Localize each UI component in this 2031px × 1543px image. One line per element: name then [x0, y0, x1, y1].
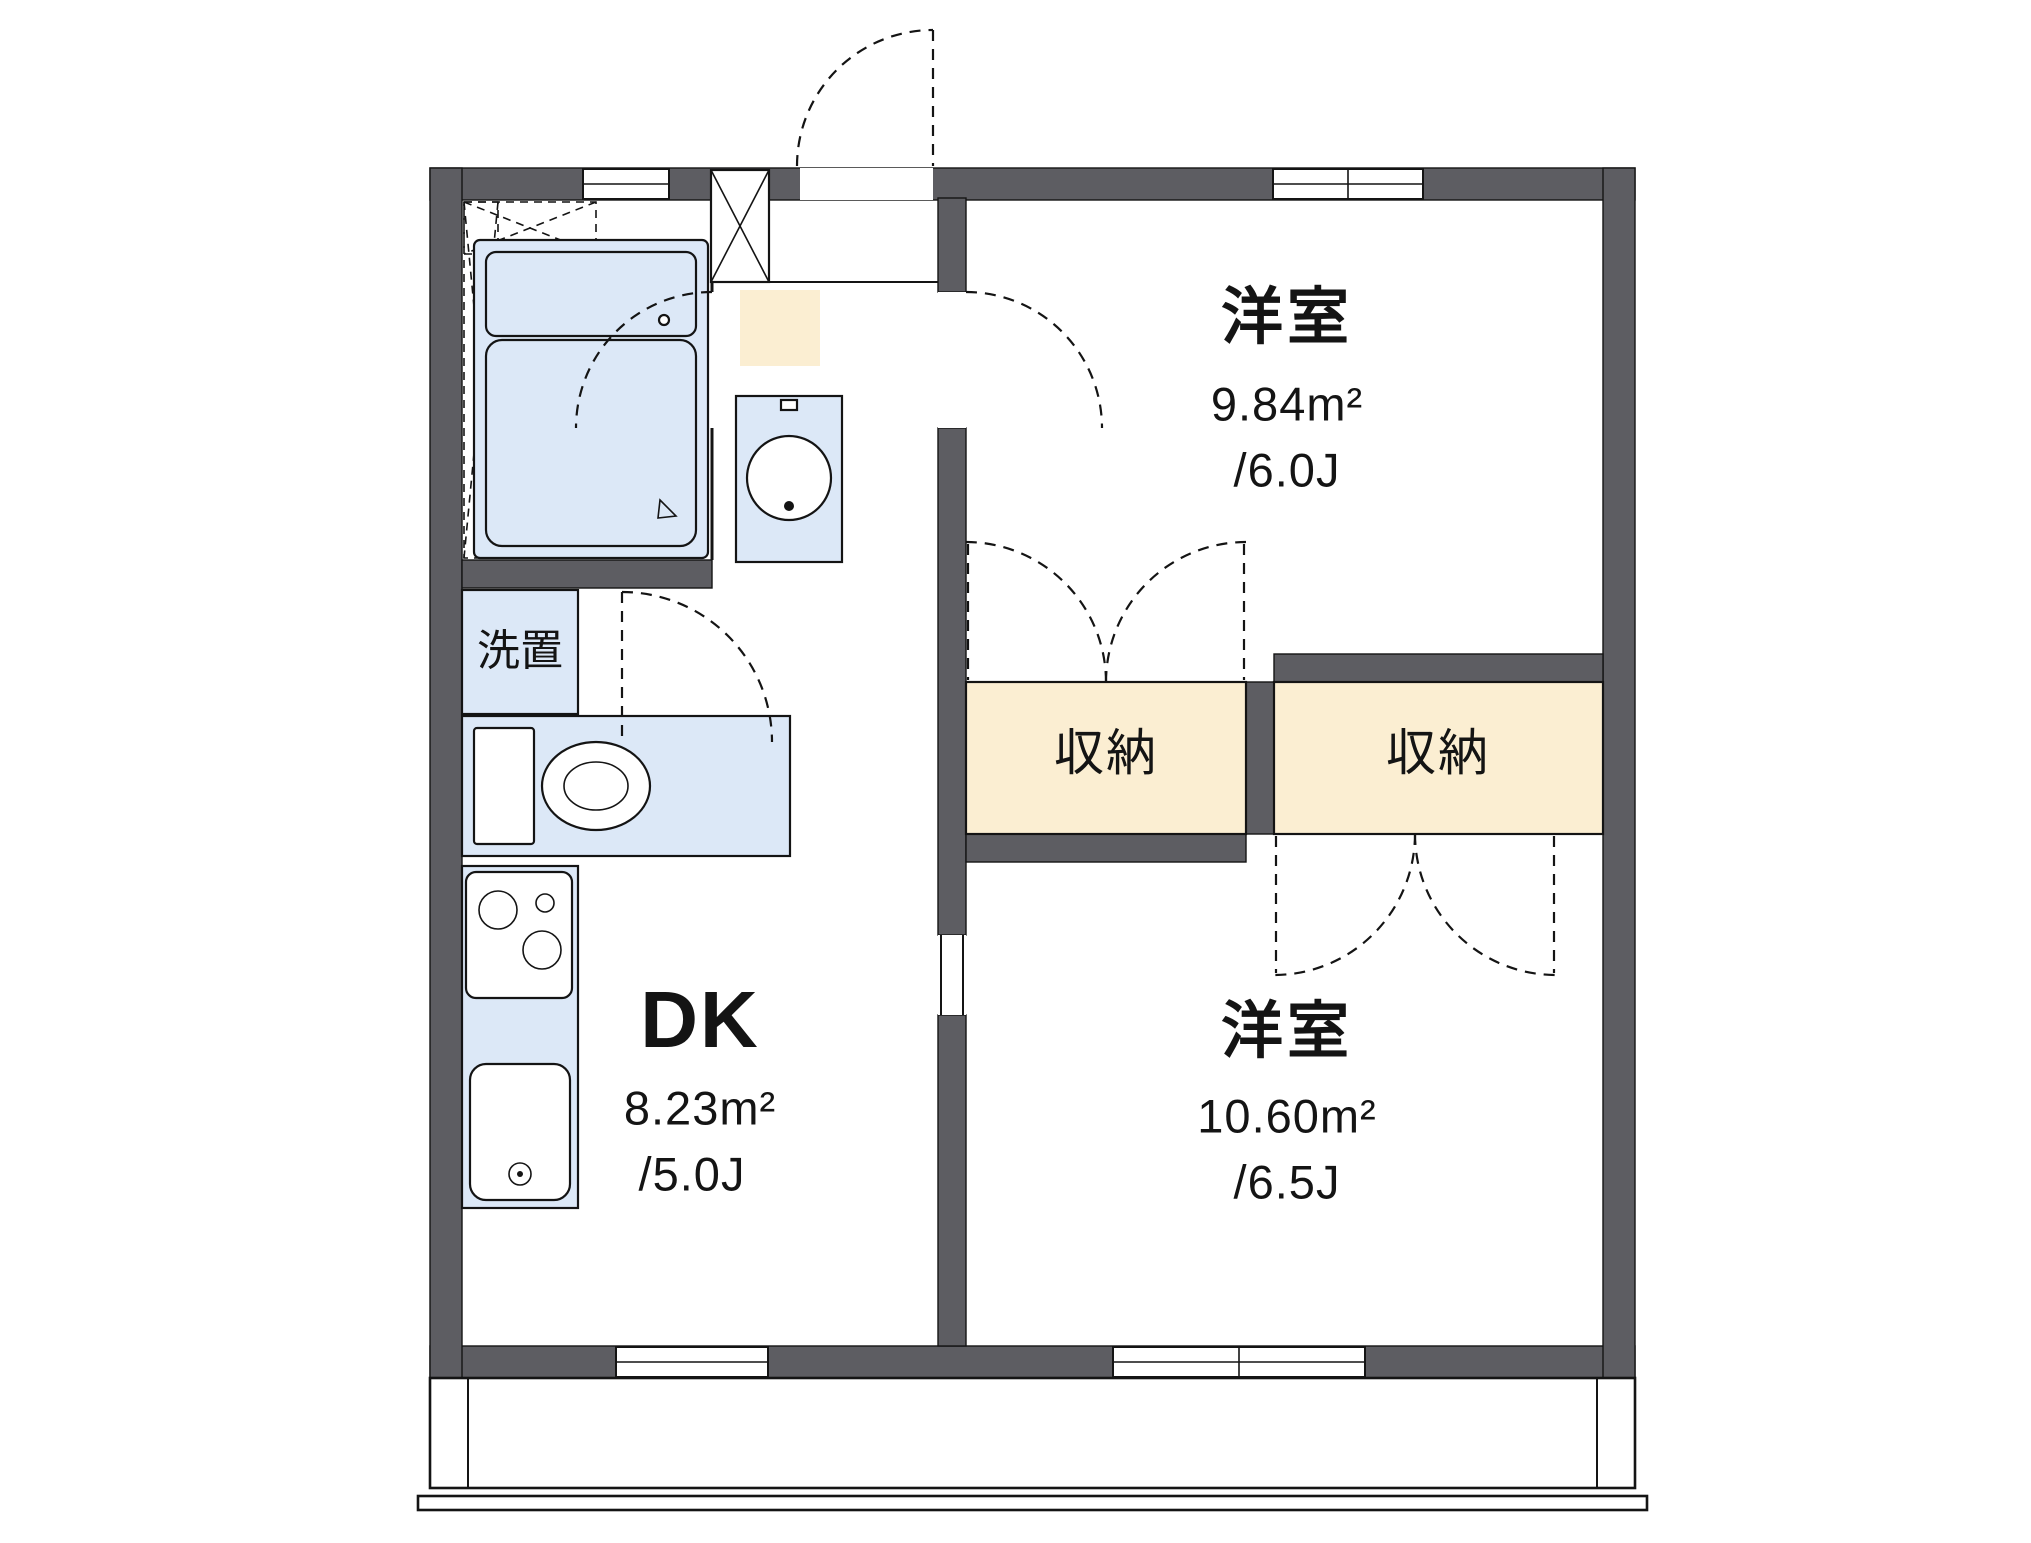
washbasin-drain: [784, 501, 794, 511]
kitchen-sink: [468, 1062, 572, 1202]
dk-room-door-opening: [938, 935, 966, 1015]
wall-outer-right: [1602, 167, 1636, 1379]
closet-left-door-swing: [1104, 540, 1247, 683]
bathtub: [472, 238, 710, 560]
toilet-tank: [472, 726, 536, 846]
door-swings: [574, 28, 1557, 977]
bottom-room-label: 洋室: [1220, 997, 1354, 1066]
window-bathroom: [582, 168, 670, 200]
wall-bath-south: [461, 559, 713, 589]
bathtub-drain: [657, 313, 671, 327]
wall-below-left-closet: [965, 833, 1247, 863]
top-room-area: 9.84m²: [1210, 377, 1364, 431]
wall-openings: [769, 168, 966, 1015]
closet-left-label: 収納: [1054, 725, 1158, 781]
closet-right-label: 収納: [1386, 725, 1490, 781]
wall-between-closets: [1245, 681, 1275, 835]
wall-divider-middle: [937, 427, 967, 936]
top-room-label: 洋室: [1220, 283, 1354, 352]
wall-above-right-closet: [1273, 653, 1604, 683]
bottom-room-tatami: /6.5J: [1233, 1155, 1341, 1209]
closet-right: [1272, 680, 1605, 836]
wall-outer-left: [429, 167, 463, 1379]
bathroom-door-swing: [574, 290, 713, 429]
wall-divider-upper: [937, 197, 967, 293]
balcony-floor: [428, 1376, 1637, 1490]
entry-door-opening: [800, 168, 933, 200]
pipe-space: [709, 168, 771, 284]
entry-door-swing: [795, 28, 934, 167]
washbasin: [734, 394, 844, 564]
balcony: [416, 1376, 1649, 1512]
washbasin-faucet: [779, 398, 799, 412]
top-room-door-swing: [965, 290, 1104, 429]
stove: [464, 870, 574, 1000]
closet-right-door-swing: [1273, 833, 1417, 977]
window-bottom-room: [1112, 1346, 1366, 1378]
toilet: [460, 714, 792, 858]
closet-left-door-swing: [965, 540, 1108, 683]
top-room-door-opening: [938, 292, 966, 428]
wall-divider-lower: [937, 1014, 967, 1347]
laundry-space: [460, 588, 580, 716]
kitchen-counter: [460, 864, 580, 1210]
washbasin-bowl: [745, 434, 833, 522]
dk-tatami: /5.0J: [638, 1147, 746, 1201]
bathtub-lid: [484, 250, 698, 338]
window-top-room: [1272, 168, 1424, 200]
bottom-room-area: 10.60m²: [1197, 1089, 1377, 1143]
balcony-railing: [416, 1494, 1649, 1512]
laundry-label: 洗置: [477, 627, 563, 676]
toilet-bowl: [540, 740, 652, 832]
dk-door-swing: [621, 590, 774, 743]
closet-right-door-swing: [1413, 833, 1557, 977]
dk-area: 8.23m²: [623, 1081, 777, 1135]
bathtub-faucet-mark: [657, 498, 678, 519]
window-dk: [615, 1346, 769, 1378]
hall-storage-box: [740, 290, 820, 366]
top-room-tatami: /6.0J: [1233, 443, 1341, 497]
bathtub-basin: [484, 338, 698, 548]
wall-outer-bottom: [429, 1345, 1636, 1379]
windows: [582, 168, 1424, 1378]
dk-label: DK: [640, 975, 760, 1064]
